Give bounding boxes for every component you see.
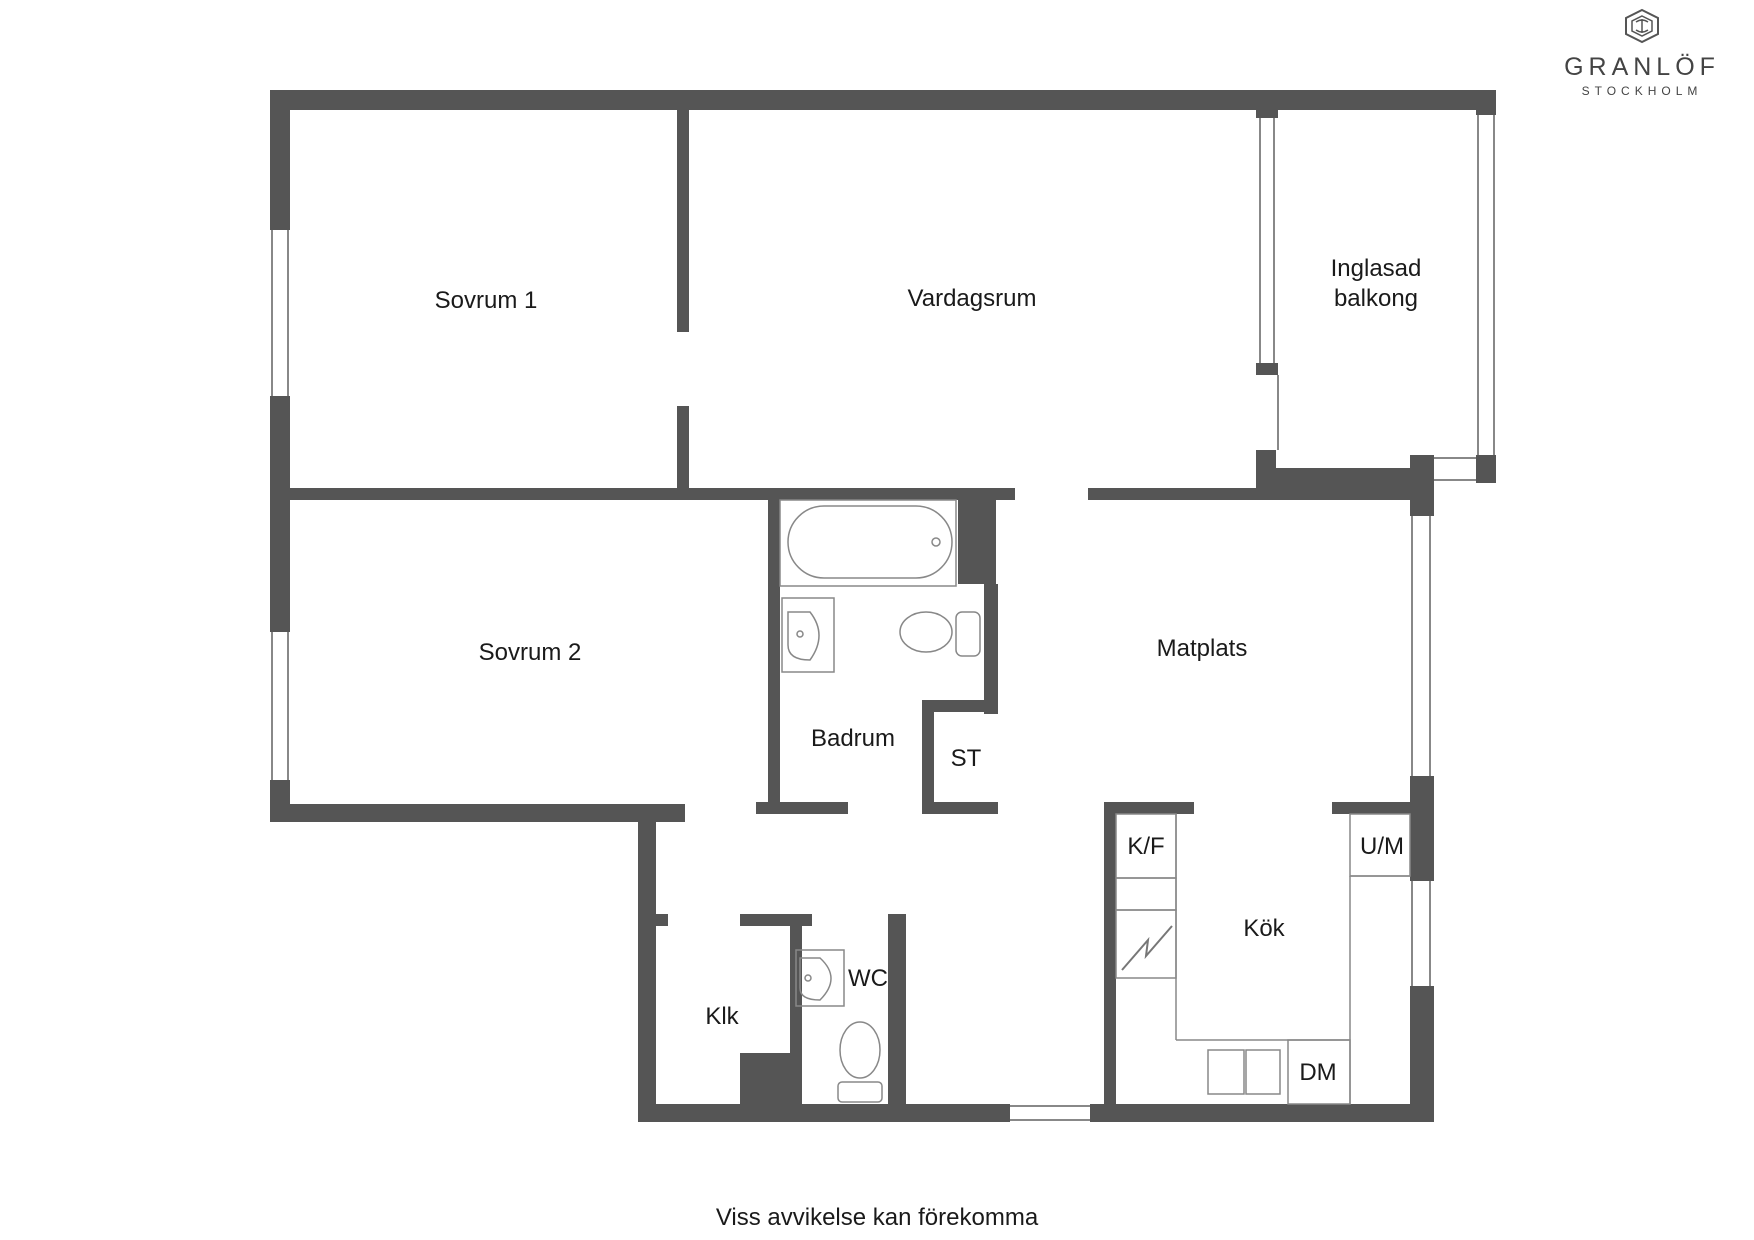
sink-right-icon [1245,1049,1281,1095]
room-label-sovrum2: Sovrum 2 [479,639,582,666]
bathroom-sink-icon [781,597,835,673]
room-label-dm: DM [1299,1059,1336,1086]
room-label-klk: Klk [705,1003,739,1030]
bathtub-icon [779,499,957,587]
room-label-vardagsrum: Vardagsrum [908,285,1037,312]
room-label-balkong-line2: balkong [1334,285,1418,312]
brand-logo: GRANLÖF STOCKHOLM [1552,8,1732,98]
sink-basin-icon [787,611,820,661]
fixtures [779,499,1411,1105]
brand-name: GRANLÖF [1564,53,1720,81]
bathtub-drain-icon [931,537,941,547]
room-label-um: U/M [1360,833,1404,860]
wc-toilet-icon [839,1021,881,1079]
room-label-badrum: Badrum [811,725,895,752]
hexagon-monogram-icon [1625,8,1659,44]
room-label-kok: Kök [1243,915,1285,942]
walls [270,90,1496,1122]
room-label-st: ST [951,745,982,772]
toilet-tank-icon [955,611,981,657]
room-label-matplats: Matplats [1157,635,1248,662]
toilet-icon [899,611,953,653]
bathtub-basin-icon [787,505,953,579]
wc-sink-icon [795,949,845,1007]
room-label-wc: WC [848,965,888,992]
wc-toilet-tank-icon [837,1081,883,1103]
disclaimer-text: Viss avvikelse kan förekomma [715,1204,1039,1231]
room-label-kf: K/F [1127,833,1164,860]
room-label-balkong-line1: Inglasad [1331,255,1422,282]
sink-left-icon [1207,1049,1245,1095]
windows [271,115,1495,1121]
room-label-sovrum1: Sovrum 1 [435,287,538,314]
brand-city: STOCKHOLM [1581,84,1703,98]
